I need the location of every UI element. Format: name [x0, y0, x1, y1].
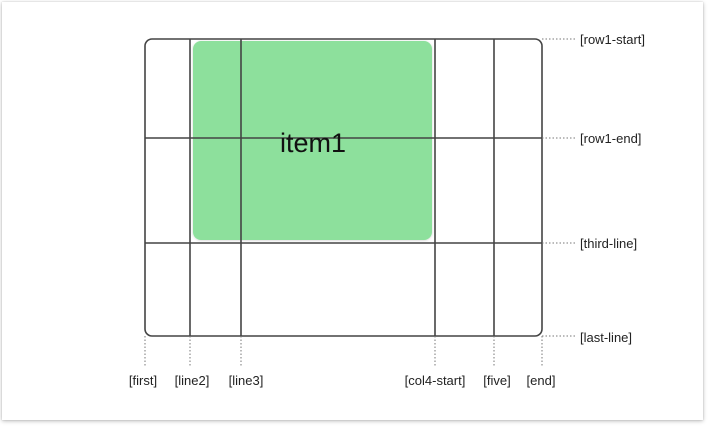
- column-line-label: [five]: [483, 373, 510, 388]
- row-line-label: [third-line]: [580, 236, 637, 251]
- column-line-label: [end]: [527, 373, 556, 388]
- row-line-label: [row1-end]: [580, 131, 641, 146]
- row-line-label: [row1-start]: [580, 32, 645, 47]
- column-line-label: [line3]: [229, 373, 264, 388]
- column-leaders: [144, 336, 543, 366]
- grid-item: [193, 41, 432, 240]
- row-line-label: [last-line]: [580, 330, 632, 345]
- grid-lines: [145, 39, 542, 336]
- item-label: item1: [280, 128, 346, 158]
- column-line-label: [line2]: [175, 373, 210, 388]
- row-leaders: [542, 38, 576, 337]
- column-line-label: [col4-start]: [405, 373, 466, 388]
- column-line-label: [first]: [129, 373, 157, 388]
- grid-container: [144, 38, 543, 337]
